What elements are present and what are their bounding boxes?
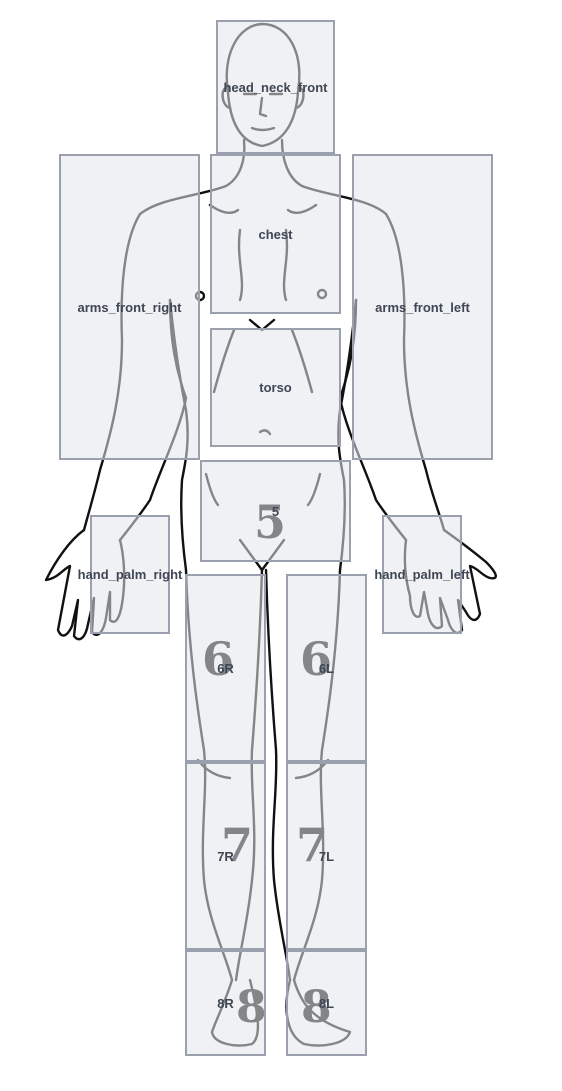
leg-inner-right	[264, 568, 292, 982]
zone-label-7L: 7L	[318, 848, 335, 864]
zone-label-6R: 6R	[217, 660, 234, 676]
zone-7R[interactable]: 7R	[185, 762, 266, 950]
zone-6L[interactable]: 6L	[286, 574, 367, 762]
zone-label-8L: 8L	[318, 995, 335, 1011]
zone-arms-front-left[interactable]: arms_front_left	[352, 154, 493, 460]
zone-label-chest: chest	[258, 226, 293, 242]
zone-label-torso: torso	[259, 380, 292, 395]
zone-torso[interactable]: torso	[210, 328, 341, 447]
zone-7L[interactable]: 7L	[286, 762, 367, 950]
zone-6R[interactable]: 6R	[185, 574, 266, 762]
zone-chest[interactable]: chest	[210, 154, 341, 314]
zone-label-hand-palm-right: hand_palm_right	[77, 567, 183, 582]
zone-label-6L: 6L	[318, 660, 335, 676]
zone-label-head-neck-front: head_neck_front	[223, 79, 328, 95]
zone-label-arms-front-left: arms_front_left	[375, 299, 470, 315]
zone-8R[interactable]: 8R	[185, 950, 266, 1056]
zone-label-8R: 8R	[217, 995, 234, 1011]
zone-8L[interactable]: 8L	[286, 950, 367, 1056]
zone-5[interactable]: 5	[200, 460, 351, 562]
zone-label-arms-front-right: arms_front_right	[77, 299, 182, 315]
zone-label-7R: 7R	[217, 848, 234, 864]
zone-hand-palm-left[interactable]: hand_palm_left	[374, 515, 470, 634]
zone-head-neck-front[interactable]: head_neck_front	[216, 20, 335, 154]
zone-arms-front-right[interactable]: arms_front_right	[59, 154, 200, 460]
zone-label-hand-palm-left: hand_palm_left	[374, 567, 470, 582]
zone-label-5: 5	[271, 503, 280, 519]
zone-hand-palm-right[interactable]: hand_palm_right	[78, 515, 182, 634]
